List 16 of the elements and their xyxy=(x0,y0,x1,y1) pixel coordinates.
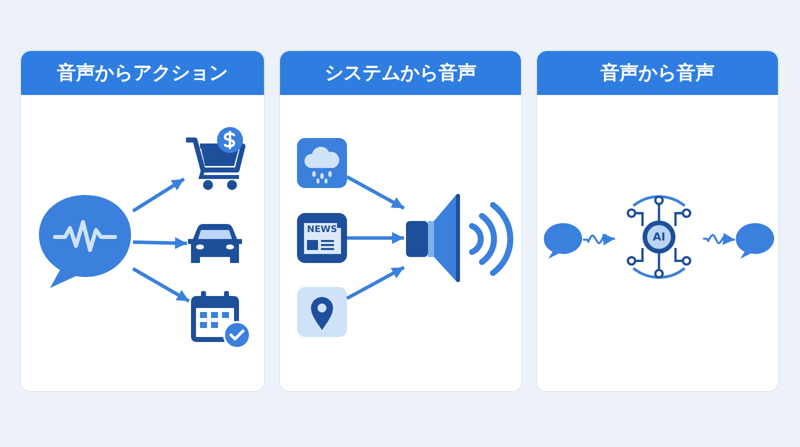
panel-card xyxy=(536,50,779,392)
arrow xyxy=(347,232,404,244)
arrow xyxy=(702,232,736,245)
panel-title: システムから音声 xyxy=(280,51,521,95)
panel-card xyxy=(20,50,265,392)
panel-card xyxy=(279,50,522,392)
ai-label: AI xyxy=(652,232,666,242)
arrow xyxy=(132,237,188,250)
panel-title: 音声からアクション xyxy=(21,51,264,95)
arrow xyxy=(346,175,405,210)
arrow xyxy=(346,266,405,300)
newspaper-headline: NEWS xyxy=(307,226,338,235)
arrow xyxy=(132,267,190,303)
panel-title: 音声から音声 xyxy=(537,51,778,95)
arrow xyxy=(132,178,185,212)
arrow xyxy=(582,234,616,246)
